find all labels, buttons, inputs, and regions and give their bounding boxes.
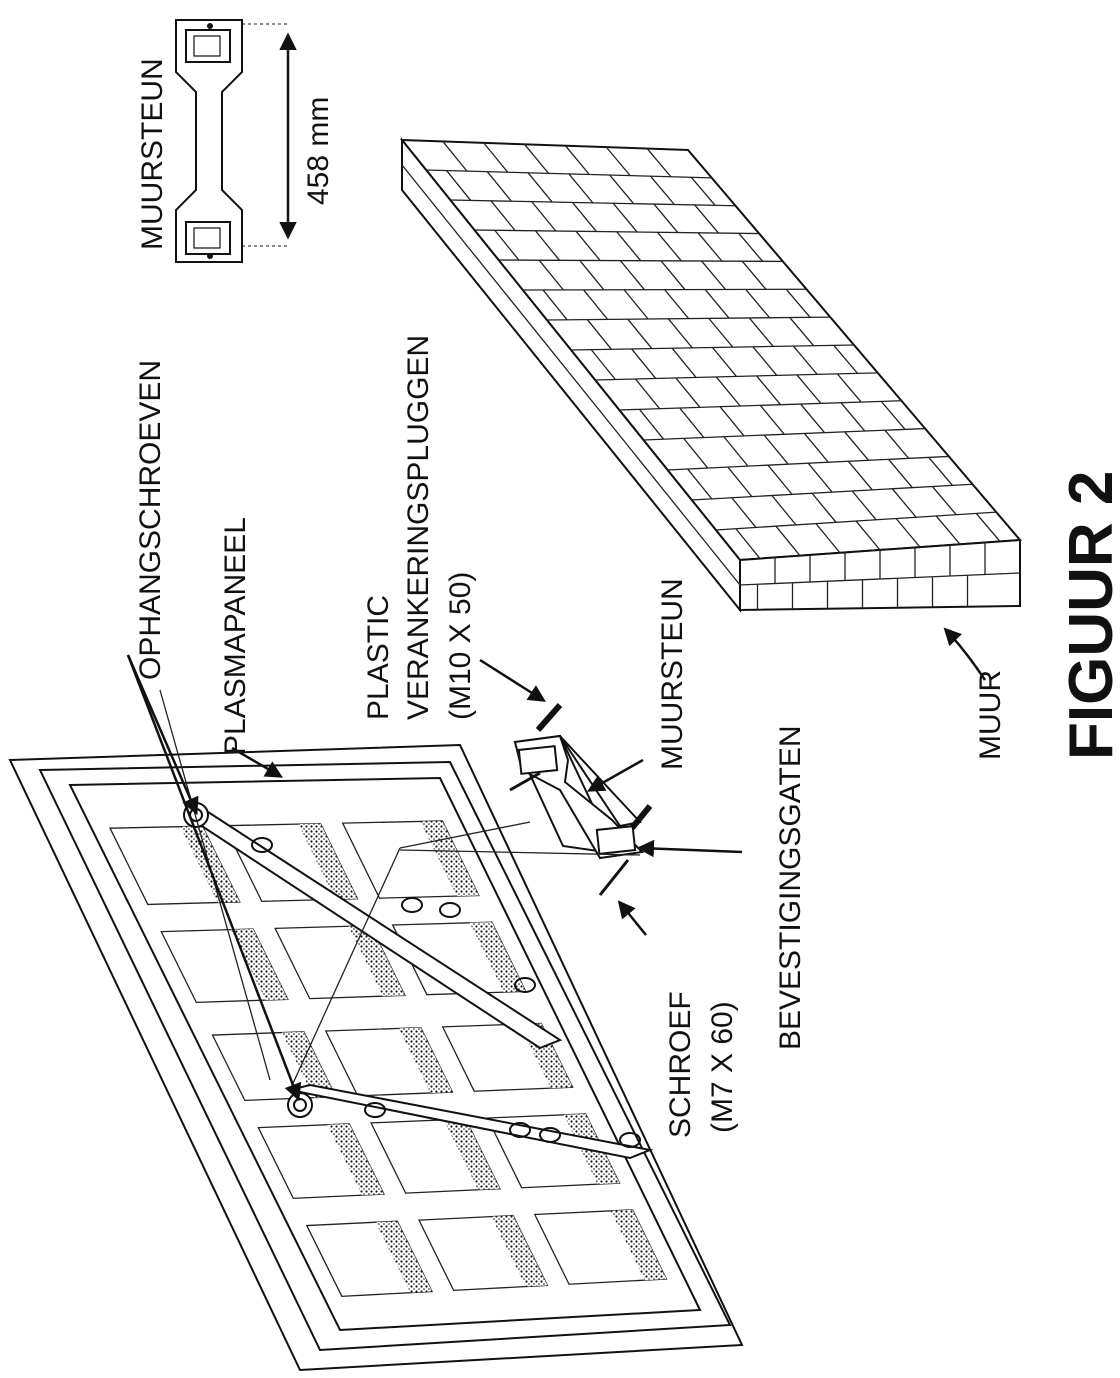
- label-muur: MUUR: [974, 670, 1007, 760]
- brick-wall: [399, 137, 1023, 613]
- label-muursteun-mid: MUURSTEUN: [656, 578, 689, 770]
- plasma-panel: [8, 743, 744, 1372]
- wall-bracket-detail: [175, 19, 297, 263]
- label-dimension: 458 mm: [302, 97, 335, 205]
- label-plastic-line2: VERANKERINGSPLUGGEN: [402, 335, 435, 720]
- leader-arrows: [126, 627, 987, 1102]
- label-ophangschroeven: OPHANGSCHROEVEN: [134, 360, 167, 680]
- labels: MUURSTEUN 458 mm OPHANGSCHROEVEN PLASMAP…: [134, 58, 1120, 1138]
- label-bevestigingsgaten: BEVESTIGINGSGATEN: [774, 725, 807, 1050]
- label-plastic-line1: PLASTIC: [362, 595, 395, 720]
- figure-title: FIGUUR 2: [1057, 471, 1120, 760]
- label-plasmapaneel: PLASMAPANEEL: [219, 517, 252, 755]
- label-schroef-line1: SCHROEF: [664, 991, 697, 1138]
- mounting-bracket: [509, 703, 653, 896]
- label-plastic-line3: (M10 X 50): [444, 572, 477, 720]
- label-schroef-line2: (M7 X 60): [706, 1001, 739, 1133]
- label-muursteun-top: MUURSTEUN: [136, 58, 169, 250]
